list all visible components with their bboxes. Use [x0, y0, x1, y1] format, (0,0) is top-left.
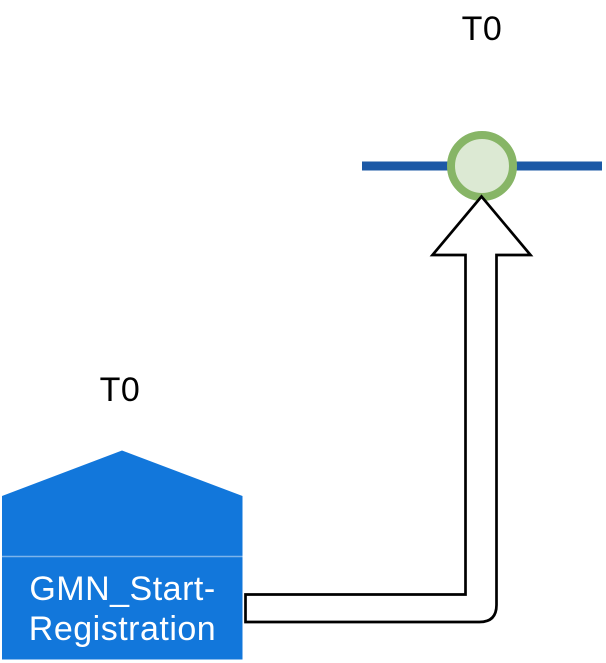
flow-arrow: [244, 194, 534, 624]
task-name-line2: Registration: [28, 610, 217, 648]
event-circle: [447, 131, 517, 201]
task-shape: [2, 450, 243, 660]
task-time-label: T0: [99, 371, 141, 409]
timeline-time-label: T0: [461, 10, 503, 48]
task-name-line1: GMN_Start-: [29, 570, 216, 608]
task-name: GMN_Start- Registration: [2, 569, 243, 649]
